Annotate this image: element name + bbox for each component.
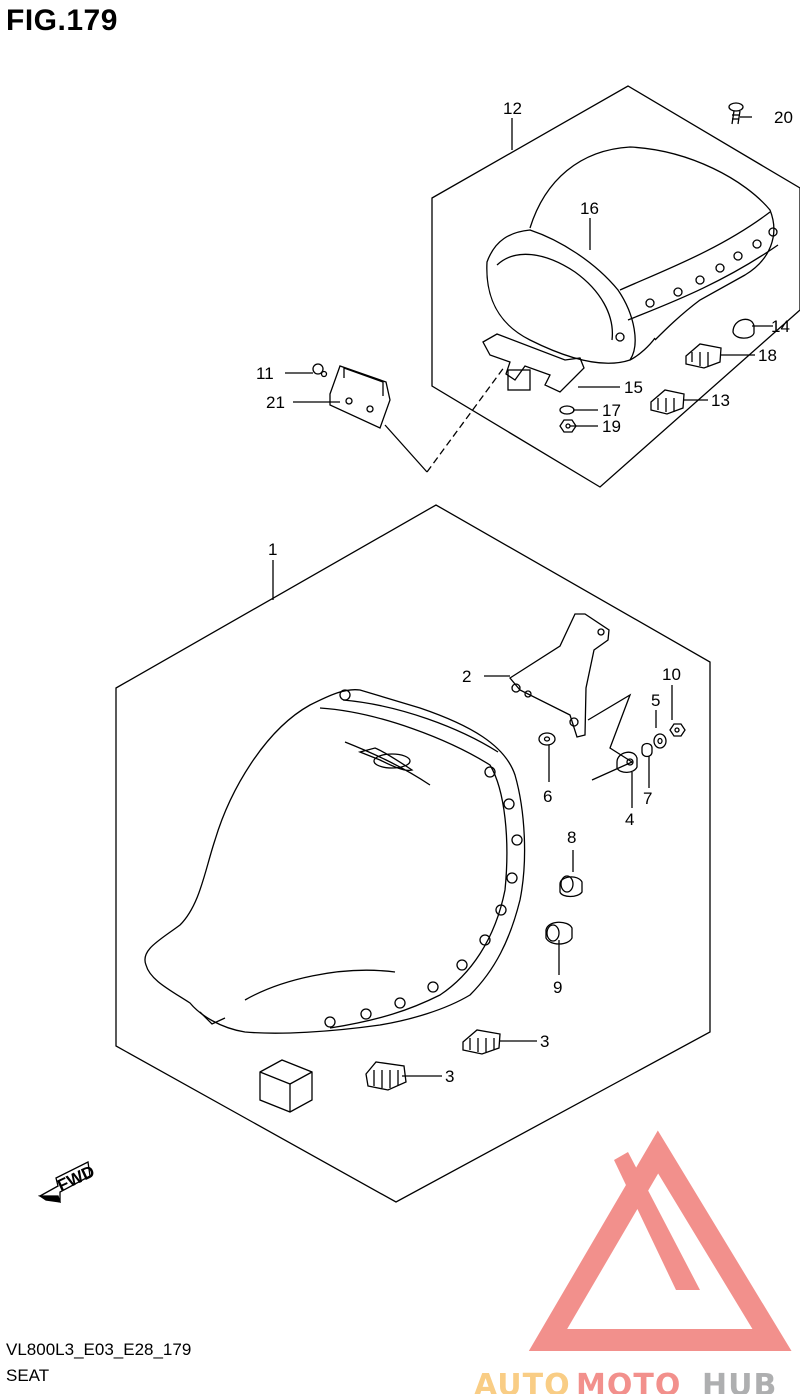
- washer-5-icon: [653, 733, 667, 749]
- bolt-4-icon: [616, 751, 638, 774]
- callout-10: 10: [662, 665, 681, 684]
- callout-5: 5: [651, 691, 660, 710]
- callout-19: 19: [602, 417, 621, 436]
- screw-20-icon: [728, 102, 744, 125]
- rubber-3a-icon: [462, 1029, 501, 1055]
- callout-3a: 3: [540, 1032, 549, 1051]
- nut-19-icon: [559, 419, 577, 433]
- rear-seat-bracket-icon: [482, 333, 585, 393]
- callout-16: 16: [580, 199, 599, 218]
- cushion-8-icon: [559, 875, 583, 898]
- washer-17-icon: [559, 405, 575, 415]
- callout-2: 2: [462, 667, 471, 686]
- figure-title: FIG.179: [6, 4, 118, 37]
- callout-8: 8: [567, 828, 576, 847]
- cushion-9-icon: [545, 921, 573, 945]
- diagram-code: VL800L3_E03_E28_179: [6, 1340, 192, 1359]
- callout-14: 14: [771, 317, 790, 336]
- rubber-3b-icon: [365, 1061, 407, 1091]
- callout-9: 9: [553, 978, 562, 997]
- callout-17: 17: [602, 401, 621, 420]
- rubber-18-icon: [685, 343, 722, 369]
- callout-12: 12: [503, 99, 522, 118]
- watermark-word-hub: HUB: [702, 1368, 777, 1394]
- callout-4: 4: [625, 810, 634, 829]
- watermark-triangle-icon: [528, 1130, 792, 1351]
- callout-6: 6: [543, 787, 552, 806]
- nut-10-icon: [669, 723, 686, 737]
- cushion-14-icon: [732, 318, 755, 339]
- callout-7: 7: [643, 789, 652, 808]
- passenger-seat-icon: [486, 146, 779, 364]
- washer-6-icon: [538, 732, 556, 746]
- front-seat-group-frame: [115, 504, 711, 1203]
- callout-18: 18: [758, 346, 777, 365]
- bolt-11-icon: [312, 363, 328, 378]
- callout-3b: 3: [445, 1067, 454, 1086]
- callout-15: 15: [624, 378, 643, 397]
- rubber-13-icon: [650, 389, 685, 415]
- callout-numbers: 12 20 16 14 18 11 15 21 13 17 19 1 2 10 …: [256, 99, 793, 1086]
- watermark-word-moto: MOTO: [576, 1368, 681, 1394]
- handle-bracket-21-icon: [329, 365, 391, 429]
- seat-bracket-2-icon: [509, 613, 634, 781]
- callout-21: 21: [266, 393, 285, 412]
- callout-13: 13: [711, 391, 730, 410]
- callout-20: 20: [774, 108, 793, 127]
- rear-seat-group-frame: [431, 85, 800, 488]
- fwd-label: FWD: [54, 1162, 97, 1196]
- collar-7-icon: [641, 742, 653, 758]
- main-seat-icon: [144, 689, 526, 1034]
- tool-box-icon: [259, 1059, 313, 1113]
- callout-1: 1: [268, 540, 277, 559]
- diagram-name: SEAT: [6, 1366, 50, 1385]
- watermark-word-auto: AUTO: [474, 1368, 571, 1394]
- fwd-arrow-icon: [37, 1161, 91, 1203]
- callout-11: 11: [256, 364, 274, 383]
- automotohub-watermark: AUTO MOTO HUB: [474, 1130, 792, 1394]
